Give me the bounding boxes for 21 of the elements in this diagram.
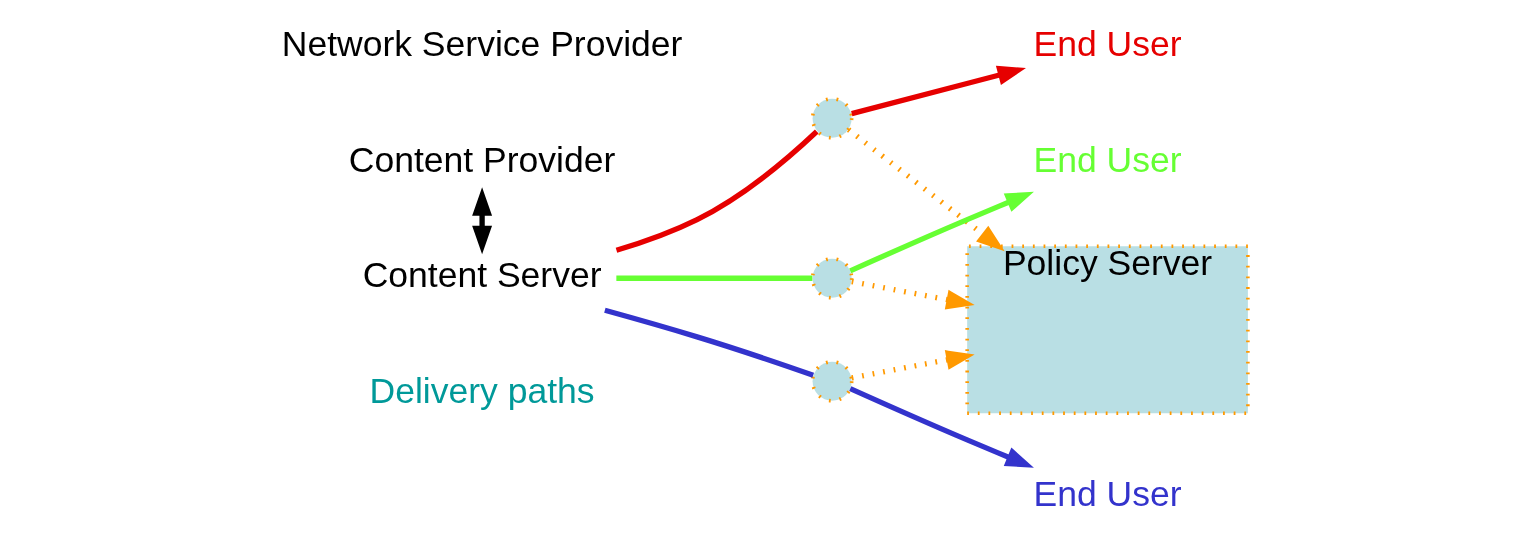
node-text: End User: [1033, 139, 1182, 180]
connector: [615, 129, 819, 253]
label: Network Service Provider: [281, 24, 682, 65]
arrow: [848, 386, 1034, 468]
node-box: Policy Server: [964, 244, 1250, 416]
node-circle: [810, 359, 853, 403]
arrow: [850, 350, 975, 381]
node-circle: [810, 256, 853, 300]
node-text: Content Provider: [348, 139, 615, 180]
arrow: [850, 65, 1026, 117]
arrow: [850, 278, 975, 310]
node-text: Content Server: [362, 255, 602, 296]
node-text: End User: [1033, 24, 1182, 65]
arrow: [471, 187, 492, 255]
connector: [603, 307, 814, 378]
node-circle: [810, 97, 853, 140]
connector: [615, 275, 812, 281]
label: Delivery paths: [369, 370, 595, 411]
arrow: [846, 127, 1005, 252]
arrow: [848, 191, 1034, 274]
node-text: End User: [1033, 473, 1182, 514]
